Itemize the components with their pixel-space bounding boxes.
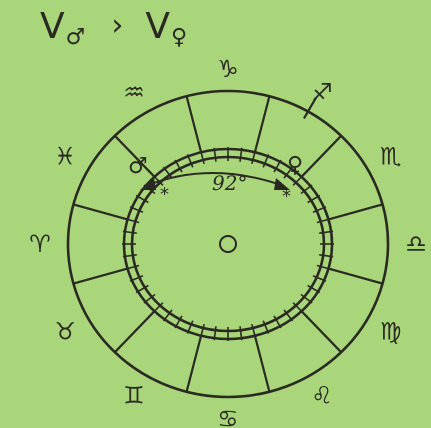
degree-tick [186, 320, 194, 334]
house-divider [114, 310, 156, 353]
mars-position-marker: * [160, 184, 169, 205]
venus-subscript-symbol: ♀ [171, 24, 188, 50]
house-divider [328, 267, 383, 285]
degree-tick [152, 302, 164, 314]
degree-tick [162, 166, 173, 179]
zodiac-sign-libra: ♎ [405, 230, 427, 258]
degree-tick [135, 284, 149, 294]
degree-tick [316, 218, 331, 224]
degree-tick [129, 206, 144, 213]
outer-ring [66, 89, 390, 399]
degree-tick [143, 293, 156, 304]
degree-tick [213, 147, 217, 162]
angle-arc [145, 172, 285, 187]
house-divider [185, 335, 203, 393]
degree-tick [292, 302, 304, 314]
degree-tick [122, 230, 137, 234]
zodiac-sign-virgo: ♍ [380, 318, 402, 346]
house-divider [73, 267, 128, 285]
degree-tick [186, 154, 194, 168]
degree-tick [273, 159, 282, 173]
degree-tick [122, 254, 137, 258]
degree-tick [262, 154, 270, 168]
zodiac-sign-capricorn: ♑ [217, 55, 239, 83]
degree-tick [251, 150, 257, 165]
greater-than-operator: › [111, 7, 124, 43]
degree-tick [319, 230, 334, 234]
degree-tick [292, 174, 304, 186]
degree-tick [316, 264, 331, 270]
house-divider [328, 203, 383, 221]
degree-tick [162, 309, 173, 322]
arc-arrowhead-left [140, 178, 156, 190]
mars-subscript-symbol: ♂ [65, 24, 86, 50]
degree-tick [312, 275, 327, 282]
degree-tick [307, 194, 321, 204]
house-divider [300, 135, 342, 178]
house-divider [253, 335, 271, 393]
degree-tick [283, 309, 294, 322]
earth-center-circle [219, 235, 237, 253]
zodiac-sign-taurus: ♉ [54, 318, 76, 346]
degree-tick [283, 166, 294, 179]
house-divider [300, 310, 342, 353]
degree-tick [239, 326, 243, 341]
degree-tick [239, 147, 243, 162]
zodiac-sign-scorpio: ♏ [380, 143, 402, 171]
house-divider [185, 95, 203, 153]
degree-tick [213, 326, 217, 341]
zodiac-sign-aries: ♈ [29, 230, 51, 258]
angle-label: 92° [212, 171, 247, 195]
title-heading: V ♂ › V ♀ [40, 4, 187, 50]
house-divider [253, 95, 271, 153]
degree-tick [319, 254, 334, 258]
degree-tick [300, 293, 313, 304]
degree-tick [129, 275, 144, 282]
degree-tick [300, 184, 313, 195]
degree-tick [312, 206, 327, 213]
degree-tick [251, 323, 257, 338]
zodiac-signs: ♑ ♐ ♏ ♎ ♍ ♌ ♋ ♊ ♉ ♈ ♓ ♒ [29, 55, 427, 428]
venus-position-marker: * [282, 186, 291, 207]
house-divider [73, 203, 128, 221]
direction-mark [303, 97, 317, 119]
zodiac-sign-pisces: ♓ [54, 143, 76, 171]
velocity-letter-right: V [145, 6, 171, 47]
mars-glyph: ♂ [128, 154, 148, 179]
zodiac-sign-aquarius: ♒ [123, 78, 145, 106]
degree-tick [174, 159, 183, 173]
zodiac-sign-leo: ♌ [311, 382, 333, 410]
degree-tick [199, 323, 205, 338]
zodiac-sign-cancer: ♋ [217, 405, 239, 428]
degree-tick [199, 150, 205, 165]
house-divider [114, 135, 156, 178]
degree-tick [307, 284, 321, 294]
zodiac-sign-gemini: ♊ [123, 382, 145, 410]
degree-tick [125, 264, 140, 270]
arc-arrowhead-right [274, 178, 290, 190]
degree-tick [152, 174, 164, 186]
degree-tick [273, 315, 282, 329]
degree-tick [262, 320, 270, 334]
venus-glyph: ♀ [287, 153, 303, 178]
degree-tick [125, 218, 140, 224]
zodiac-sign-sagittarius: ♐ [311, 78, 333, 106]
velocity-letter-left: V [40, 6, 65, 47]
house-dividers [73, 95, 383, 393]
degree-tick [174, 315, 183, 329]
degree-tick [135, 194, 149, 204]
